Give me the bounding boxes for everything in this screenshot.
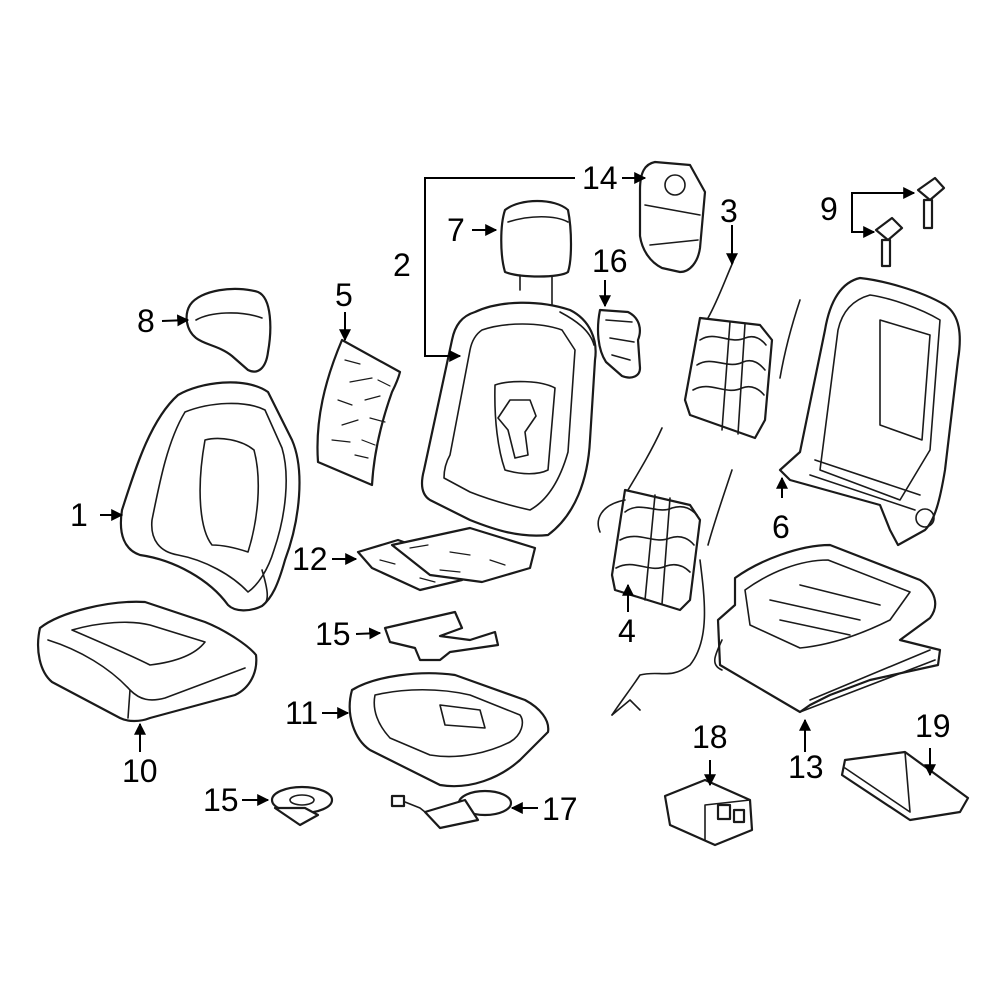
leader-8: [161, 314, 190, 327]
leader-15a: [355, 627, 382, 640]
callout-10: 10: [122, 753, 158, 789]
lumbar-support-upper-part[interactable]: [683, 261, 801, 440]
leader-2-top: [424, 177, 575, 265]
callout-6: 6: [772, 509, 790, 545]
callout-19: 19: [915, 708, 951, 744]
callout-18: 18: [692, 719, 728, 755]
headrest-left-part[interactable]: [185, 287, 272, 373]
leader-9-bottom: [851, 208, 876, 238]
callout-leaders: [100, 172, 936, 814]
seat-track-base-part[interactable]: [714, 543, 942, 714]
seat-cushion-foam-part[interactable]: [348, 672, 550, 788]
callout-17: 17: [542, 791, 578, 827]
callout-9: 9: [820, 191, 838, 227]
callout-3: 3: [720, 193, 738, 229]
leader-9-top: [851, 187, 916, 208]
seat-back-frame-part[interactable]: [778, 276, 961, 547]
electronic-module-part[interactable]: [840, 750, 970, 822]
bolts-part[interactable]: [874, 176, 946, 268]
callout-5: 5: [335, 277, 353, 313]
seat-cushion-cover-part[interactable]: [36, 600, 258, 723]
headrest-center-part[interactable]: [500, 200, 573, 306]
occupant-sensor-part[interactable]: [390, 789, 513, 830]
callout-15-lower: 15: [203, 782, 239, 818]
callout-13: 13: [788, 749, 824, 785]
callout-14: 14: [582, 160, 618, 196]
leader-2-bottom: [424, 265, 462, 362]
callout-4: 4: [618, 613, 636, 649]
callout-7: 7: [447, 212, 465, 248]
seat-back-foam-part[interactable]: [420, 301, 597, 537]
seat-back-cover-part[interactable]: [119, 381, 301, 612]
callout-2: 2: [393, 247, 411, 283]
lumbar-support-lower-part[interactable]: [597, 427, 733, 716]
callout-8: 8: [137, 303, 155, 339]
seat-heater-element-part[interactable]: [383, 610, 500, 662]
lumbar-motor-part[interactable]: [596, 308, 642, 379]
callout-12: 12: [292, 541, 328, 577]
callout-1: 1: [70, 497, 88, 533]
callout-15-upper: 15: [315, 616, 351, 652]
control-module-part[interactable]: [663, 778, 754, 847]
seat-back-pad-highlighted-part[interactable]: [316, 338, 402, 487]
callout-11: 11: [285, 695, 318, 731]
callout-labels: 1 2 3 4 5 6 7 8 9 10 11 12 13 14 15 15 1…: [70, 160, 951, 827]
seat-back-panel-part[interactable]: [638, 160, 707, 274]
seat-sensor-disc-part[interactable]: [270, 785, 334, 827]
callout-16: 16: [592, 243, 628, 279]
seat-cushion-pads-part[interactable]: [356, 526, 537, 592]
